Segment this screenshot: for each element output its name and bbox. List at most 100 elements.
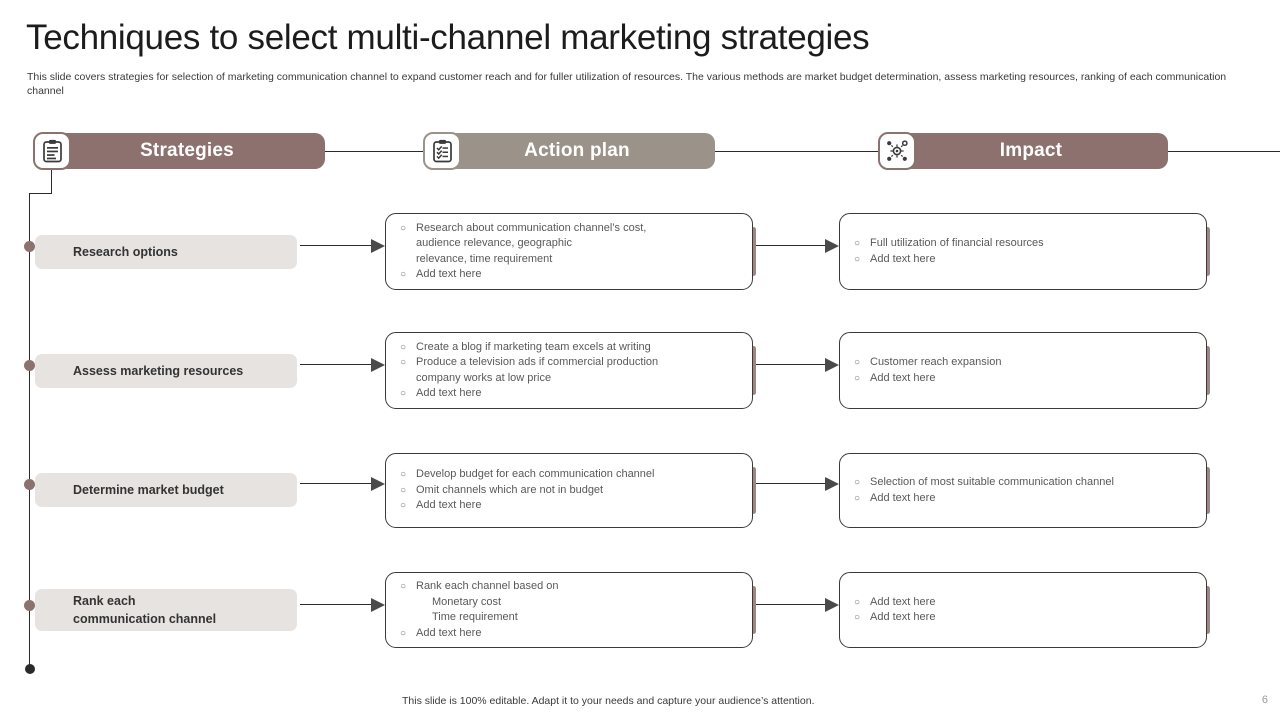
box-accent-edge	[751, 586, 756, 634]
bullet-text: Add text here	[416, 626, 482, 639]
circle-bullet-icon: ○	[400, 581, 407, 592]
impact-box[interactable]: ○ Customer reach expansion ○ Add text here	[839, 332, 1207, 409]
strategy-pill-label: Research options	[73, 245, 178, 259]
bullet-text: Develop budget for each communication ch…	[416, 468, 655, 481]
circle-bullet-icon: ○	[854, 477, 861, 488]
circle-bullet-icon: ○	[400, 484, 407, 496]
column-header-impact[interactable]: Impact	[880, 133, 1168, 169]
box-accent-edge	[1205, 346, 1210, 395]
action-plan-box[interactable]: ○ Develop budget for each communication c…	[385, 453, 753, 528]
arrow-strategy-to-action	[300, 358, 385, 372]
arrow-action-to-impact	[756, 239, 839, 253]
checklist-clipboard-icon	[423, 132, 461, 170]
column-header-label: Impact	[999, 140, 1063, 161]
arrow-head	[371, 239, 385, 253]
action-plan-box[interactable]: ○Create a blog if marketing team excels …	[385, 332, 753, 409]
box-accent-edge	[1205, 586, 1210, 634]
arrow-shaft	[300, 604, 371, 606]
strategy-pill-label: Determine market budget	[73, 483, 224, 497]
spine-node-dot	[24, 478, 35, 490]
spine-end-dot	[25, 664, 35, 674]
arrow-action-to-impact	[756, 598, 839, 612]
bullet-text: Research about communication channel’s c…	[416, 221, 647, 234]
arrow-shaft	[756, 245, 825, 247]
bullet-text: Time requirement	[432, 611, 518, 623]
arrow-head	[825, 239, 839, 253]
bullet-line: ○relevance, time requirement	[400, 252, 740, 268]
bullet-line: ○Research about communication channel’s …	[400, 221, 740, 237]
bullet-line: ○Add text here	[400, 386, 740, 402]
circle-bullet-icon: ○	[400, 269, 407, 280]
bullet-text: Add text here	[416, 499, 482, 512]
bullet-line: ○ Add text here	[854, 371, 1194, 387]
bullet-line: ○Add text here	[854, 491, 1194, 507]
bullet-line: ○ Add text here	[400, 626, 740, 642]
bullet-line: ○ Add text here	[400, 267, 740, 283]
arrow-head	[371, 358, 385, 372]
impact-box[interactable]: ○Full utilization of financial resources…	[839, 213, 1207, 290]
bullet-line: ○company works at low price	[400, 371, 740, 387]
column-header-action-plan[interactable]: Action plan	[425, 133, 715, 169]
circle-bullet-icon: ○	[400, 469, 407, 481]
bullet-line: ○ Customer reach expansion	[854, 355, 1194, 371]
strategy-pill[interactable]: Determine market budget	[35, 473, 297, 507]
arrow-strategy-to-action	[300, 239, 385, 253]
action-plan-box[interactable]: ○ Research about communication channel’s …	[385, 213, 753, 290]
bullet-text: Add text here	[416, 387, 482, 399]
circle-bullet-icon: ○	[400, 500, 407, 512]
spine-node-dot	[24, 240, 35, 252]
bullet-text: Monetary cost	[432, 595, 502, 608]
box-accent-edge	[751, 467, 756, 514]
bullet-text: Customer reach expansion	[870, 356, 1002, 368]
action-plan-box[interactable]: ○Rank each channel based on○Monetary cos…	[385, 572, 753, 648]
spine-elbow-line	[29, 193, 52, 194]
strategy-pill[interactable]: Assess marketing resources	[35, 354, 297, 388]
bullet-line: ○ Selection of most suitable communicatio…	[854, 475, 1194, 491]
arrow-shaft	[300, 364, 371, 366]
arrow-shaft	[300, 483, 371, 485]
impact-box[interactable]: ○Add text here○Add text here	[839, 572, 1207, 648]
header-connector-line-2	[715, 151, 880, 152]
column-header-strategies[interactable]: Strategies	[35, 133, 325, 169]
bullet-line: ○ Develop budget for each communication c…	[400, 467, 740, 483]
arrow-strategy-to-action	[300, 598, 385, 612]
box-accent-edge	[751, 346, 756, 395]
strategy-pill[interactable]: Research options	[35, 235, 297, 269]
bullet-line: ○Monetary cost	[400, 595, 740, 611]
column-header-label: Action plan	[524, 140, 630, 161]
bullet-text: Selection of most suitable communication…	[870, 476, 1114, 488]
circle-bullet-icon: ○	[854, 612, 861, 623]
bullet-line: ○Create a blog if marketing team excels …	[400, 340, 740, 356]
arrow-shaft	[756, 364, 825, 366]
arrow-head	[825, 358, 839, 372]
circle-bullet-icon: ○	[854, 372, 861, 384]
impact-box[interactable]: ○ Selection of most suitable communicatio…	[839, 453, 1207, 528]
bullet-text: Add text here	[870, 611, 936, 623]
page-title: Techniques to select multi-channel marke…	[26, 18, 870, 57]
bullet-text: Add text here	[416, 268, 482, 280]
box-accent-edge	[1205, 467, 1210, 514]
bullet-line: ○Omit channels which are not in budget	[400, 483, 740, 499]
bullet-text: Add text here	[870, 371, 936, 384]
box-accent-edge	[1205, 227, 1210, 276]
bullet-line: ○audience relevance, geographic	[400, 236, 740, 252]
bullet-line: ○ Add text here	[854, 610, 1194, 626]
circle-bullet-icon: ○	[854, 238, 861, 249]
strategy-pill-label: Assess marketing resources	[73, 364, 244, 378]
bullet-line: ○Add text here	[854, 595, 1194, 611]
bullet-text: Rank each channel based on	[416, 580, 559, 592]
arrow-shaft	[756, 604, 825, 606]
header-connector-line-3	[1168, 151, 1280, 152]
footer-note: This slide is 100% editable. Adapt it to…	[402, 695, 815, 707]
circle-bullet-icon: ○	[854, 357, 861, 368]
bullet-line: ○ Add text here	[400, 498, 740, 514]
clipboard-icon	[33, 132, 71, 170]
circle-bullet-icon: ○	[854, 253, 861, 265]
slide-subtitle: This slide covers strategies for selecti…	[27, 71, 1227, 97]
circle-bullet-icon: ○	[400, 341, 407, 353]
circle-bullet-icon: ○	[854, 596, 861, 608]
circle-bullet-icon: ○	[400, 627, 407, 639]
arrow-shaft	[756, 483, 825, 485]
circle-bullet-icon: ○	[854, 492, 861, 504]
